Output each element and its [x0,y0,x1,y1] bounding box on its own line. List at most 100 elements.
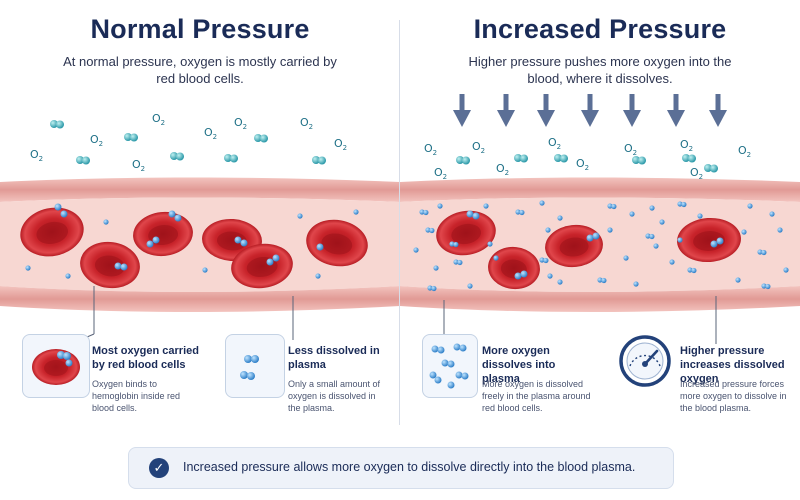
oxygen-molecule [315,273,321,279]
oxygen-molecule [687,267,697,274]
red-blood-cell [20,207,84,257]
card-gauge-desc: Increased pressure forces more oxygen to… [680,379,787,413]
oxygen-molecule [316,243,324,251]
oxygen-molecule [353,209,359,215]
oxygen-molecule [493,255,499,261]
card-cells-title: Most oxygen carried by red blood cells [92,345,199,371]
oxygen-molecules [413,154,789,292]
vessel-wall-bottom [0,286,400,312]
o2-label: O2 [132,158,145,173]
oxygen-molecule [557,279,563,285]
card-plasma-desc: Only a small amount of oxygen is dissolv… [288,379,381,413]
oxygen-molecule [437,203,443,209]
o2-label: O2 [434,166,447,181]
oxygen-molecule [607,203,617,210]
oxygen-molecule [467,283,473,289]
oxygen-molecule [769,211,775,217]
arrow-down-icon [537,94,555,127]
oxygen-molecule [783,267,789,273]
card-dissolve-title: More oxygen dissolves into plasma [482,345,556,385]
oxygen-molecule [747,203,753,209]
o2-label: O2 [152,112,165,127]
oxygen-molecule [466,210,474,218]
red-blood-cell [80,241,140,289]
o2-label: O2 [548,136,561,151]
arrow-down-icon [623,94,641,127]
oxygen-molecule [586,234,594,242]
arrow-down-icon [497,94,515,127]
o2-label: O2 [680,138,693,153]
arrow-down-icon [667,94,685,127]
oxygen-molecule [545,227,551,233]
oxygen-molecule [735,277,741,283]
oxygen-molecule [487,241,493,247]
oxygen-molecule [60,210,68,218]
panel-divider [399,20,400,425]
oxygen-molecule [456,156,470,165]
oxygen-molecule [170,152,184,161]
oxygen-molecule [76,156,90,165]
red-blood-cell [306,219,368,267]
oxygen-molecule [449,241,459,248]
oxygen-molecule [520,270,528,278]
oxygen-molecule [433,265,439,271]
oxygen-molecule [547,273,553,279]
increased-pressure-title: Increased Pressure [473,14,727,44]
oxygen-molecule [425,227,435,234]
vessel-wall-bottom [400,286,800,312]
card-plasma-title: Less dissolved in plasma [288,345,380,371]
oxygen-molecule [697,213,703,219]
arrow-down-icon [453,94,471,127]
oxygen-molecule [124,133,138,142]
oxygen-molecule [677,201,687,208]
oxygen-molecule [202,267,208,273]
oxygen-molecule [710,240,718,248]
oxygen-molecule [514,154,528,163]
oxygen-molecule [266,258,274,266]
plasma-oxygen-card-icon [225,334,285,398]
oxygen-molecule [297,213,303,219]
normal-pressure-subtitle: At normal pressure, oxygen is mostly car… [63,54,337,86]
oxygen-molecule [50,120,64,129]
oxygen-molecule [25,265,31,271]
oxygen-molecule [669,259,675,265]
oxygen-molecule [114,262,122,270]
oxygen-molecule [272,254,280,262]
oxygen-molecule [592,232,600,240]
oxygen-molecule [234,236,242,244]
oxygen-molecule [557,215,563,221]
oxygen-molecule [554,154,568,163]
arrow-down-icon [709,94,727,127]
oxygen-molecule [103,219,109,225]
pressure-arrows [453,94,727,127]
oxygen-molecule [716,237,724,245]
oxygen-molecule [168,210,176,218]
oxygen-molecule [645,233,655,240]
oxygen-molecule [146,240,154,248]
oxygen-molecule [312,156,326,165]
o2-label: O2 [496,162,509,177]
oxygen-molecule [757,249,767,256]
o2-label: O2 [204,126,217,141]
oxygen-molecule [152,236,160,244]
oxygen-molecule [240,239,248,247]
pressure-gauge-icon [618,334,672,388]
summary-banner: ✓ Increased pressure allows more oxygen … [128,447,674,489]
oxygen-molecule [453,259,463,266]
vessel-wall-top [0,177,400,202]
oxygen-molecule [761,283,771,290]
card-gauge-title: Higher pressure increases dissolved oxyg… [680,345,785,385]
red-blood-cell [677,217,741,263]
oxygen-molecule [419,209,429,216]
oxygen-molecule [649,205,655,211]
oxygen-molecules [25,120,359,279]
o2-label: O2 [738,144,751,159]
dissolved-oxygen-card-icon [422,334,478,398]
o2-label: O2 [424,142,437,157]
red-blood-cell-card-icon [22,334,90,398]
